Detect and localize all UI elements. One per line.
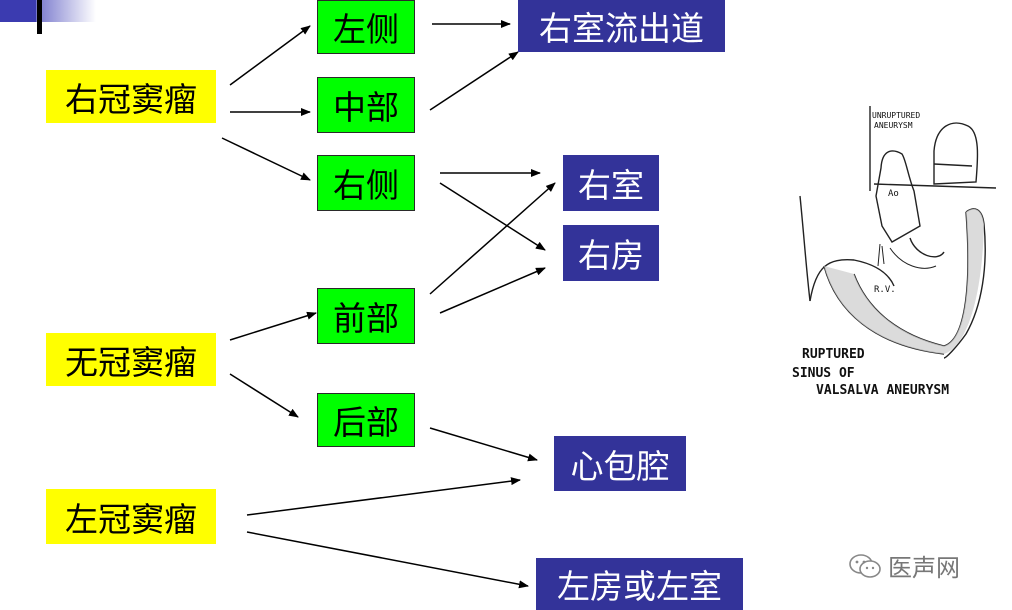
label-aneurysm: ANEURYSM <box>874 121 913 130</box>
arrow-right-sinus-to-right-side <box>221 137 311 181</box>
node-right-ventricle: 右室 <box>563 155 659 211</box>
arrow-left-sinus-to-la-lv <box>246 531 529 589</box>
node-posterior: 后部 <box>317 393 415 447</box>
node-left-coronary-sinus-aneurysm: 左冠窦瘤 <box>46 489 216 544</box>
node-pericardial-cavity: 心包腔 <box>554 436 686 491</box>
node-anterior: 前部 <box>317 288 415 344</box>
heart-illustration: UNRUPTURED ANEURYSM Ao R.V. RUPTURED SIN… <box>792 106 997 398</box>
arrow-non-sinus-to-posterior <box>229 373 299 418</box>
corner-decoration <box>0 0 36 22</box>
corner-gradient <box>36 0 96 22</box>
watermark: 医声网 <box>848 548 960 583</box>
label-ao: Ao <box>888 189 899 199</box>
node-rv-outflow-tract: 右室流出道 <box>518 0 725 52</box>
arrow-posterior-to-pericardium <box>429 427 538 462</box>
arrow-anterior-to-rv <box>429 182 556 295</box>
arrow-middle-to-rvot <box>429 51 519 111</box>
corner-bar <box>37 0 42 34</box>
node-right-atrium: 右房 <box>563 225 659 281</box>
arrow-non-sinus-to-anterior <box>229 311 317 341</box>
caption-line-1: RUPTURED <box>802 347 865 362</box>
node-la-or-lv: 左房或左室 <box>536 558 743 610</box>
caption-line-3: VALSALVA ANEURYSM <box>816 383 949 398</box>
wechat-icon <box>849 553 881 578</box>
node-right-coronary-sinus-aneurysm: 右冠窦瘤 <box>46 70 216 123</box>
node-noncoronary-sinus-aneurysm: 无冠窦瘤 <box>46 333 216 386</box>
caption-line-2: SINUS OF <box>792 366 855 381</box>
arrow-right-side-to-ra <box>439 182 546 251</box>
arrow-left-sinus-to-pericardium <box>246 477 521 516</box>
node-left-side: 左侧 <box>317 0 415 54</box>
node-right-side: 右侧 <box>317 155 415 211</box>
node-middle: 中部 <box>317 77 415 133</box>
arrow-right-sinus-to-left-side <box>229 25 311 86</box>
arrow-anterior-to-ra <box>439 267 546 314</box>
label-rv: R.V. <box>874 285 896 295</box>
watermark-text: 医声网 <box>888 554 960 582</box>
label-unruptured: UNRUPTURED <box>872 111 920 120</box>
